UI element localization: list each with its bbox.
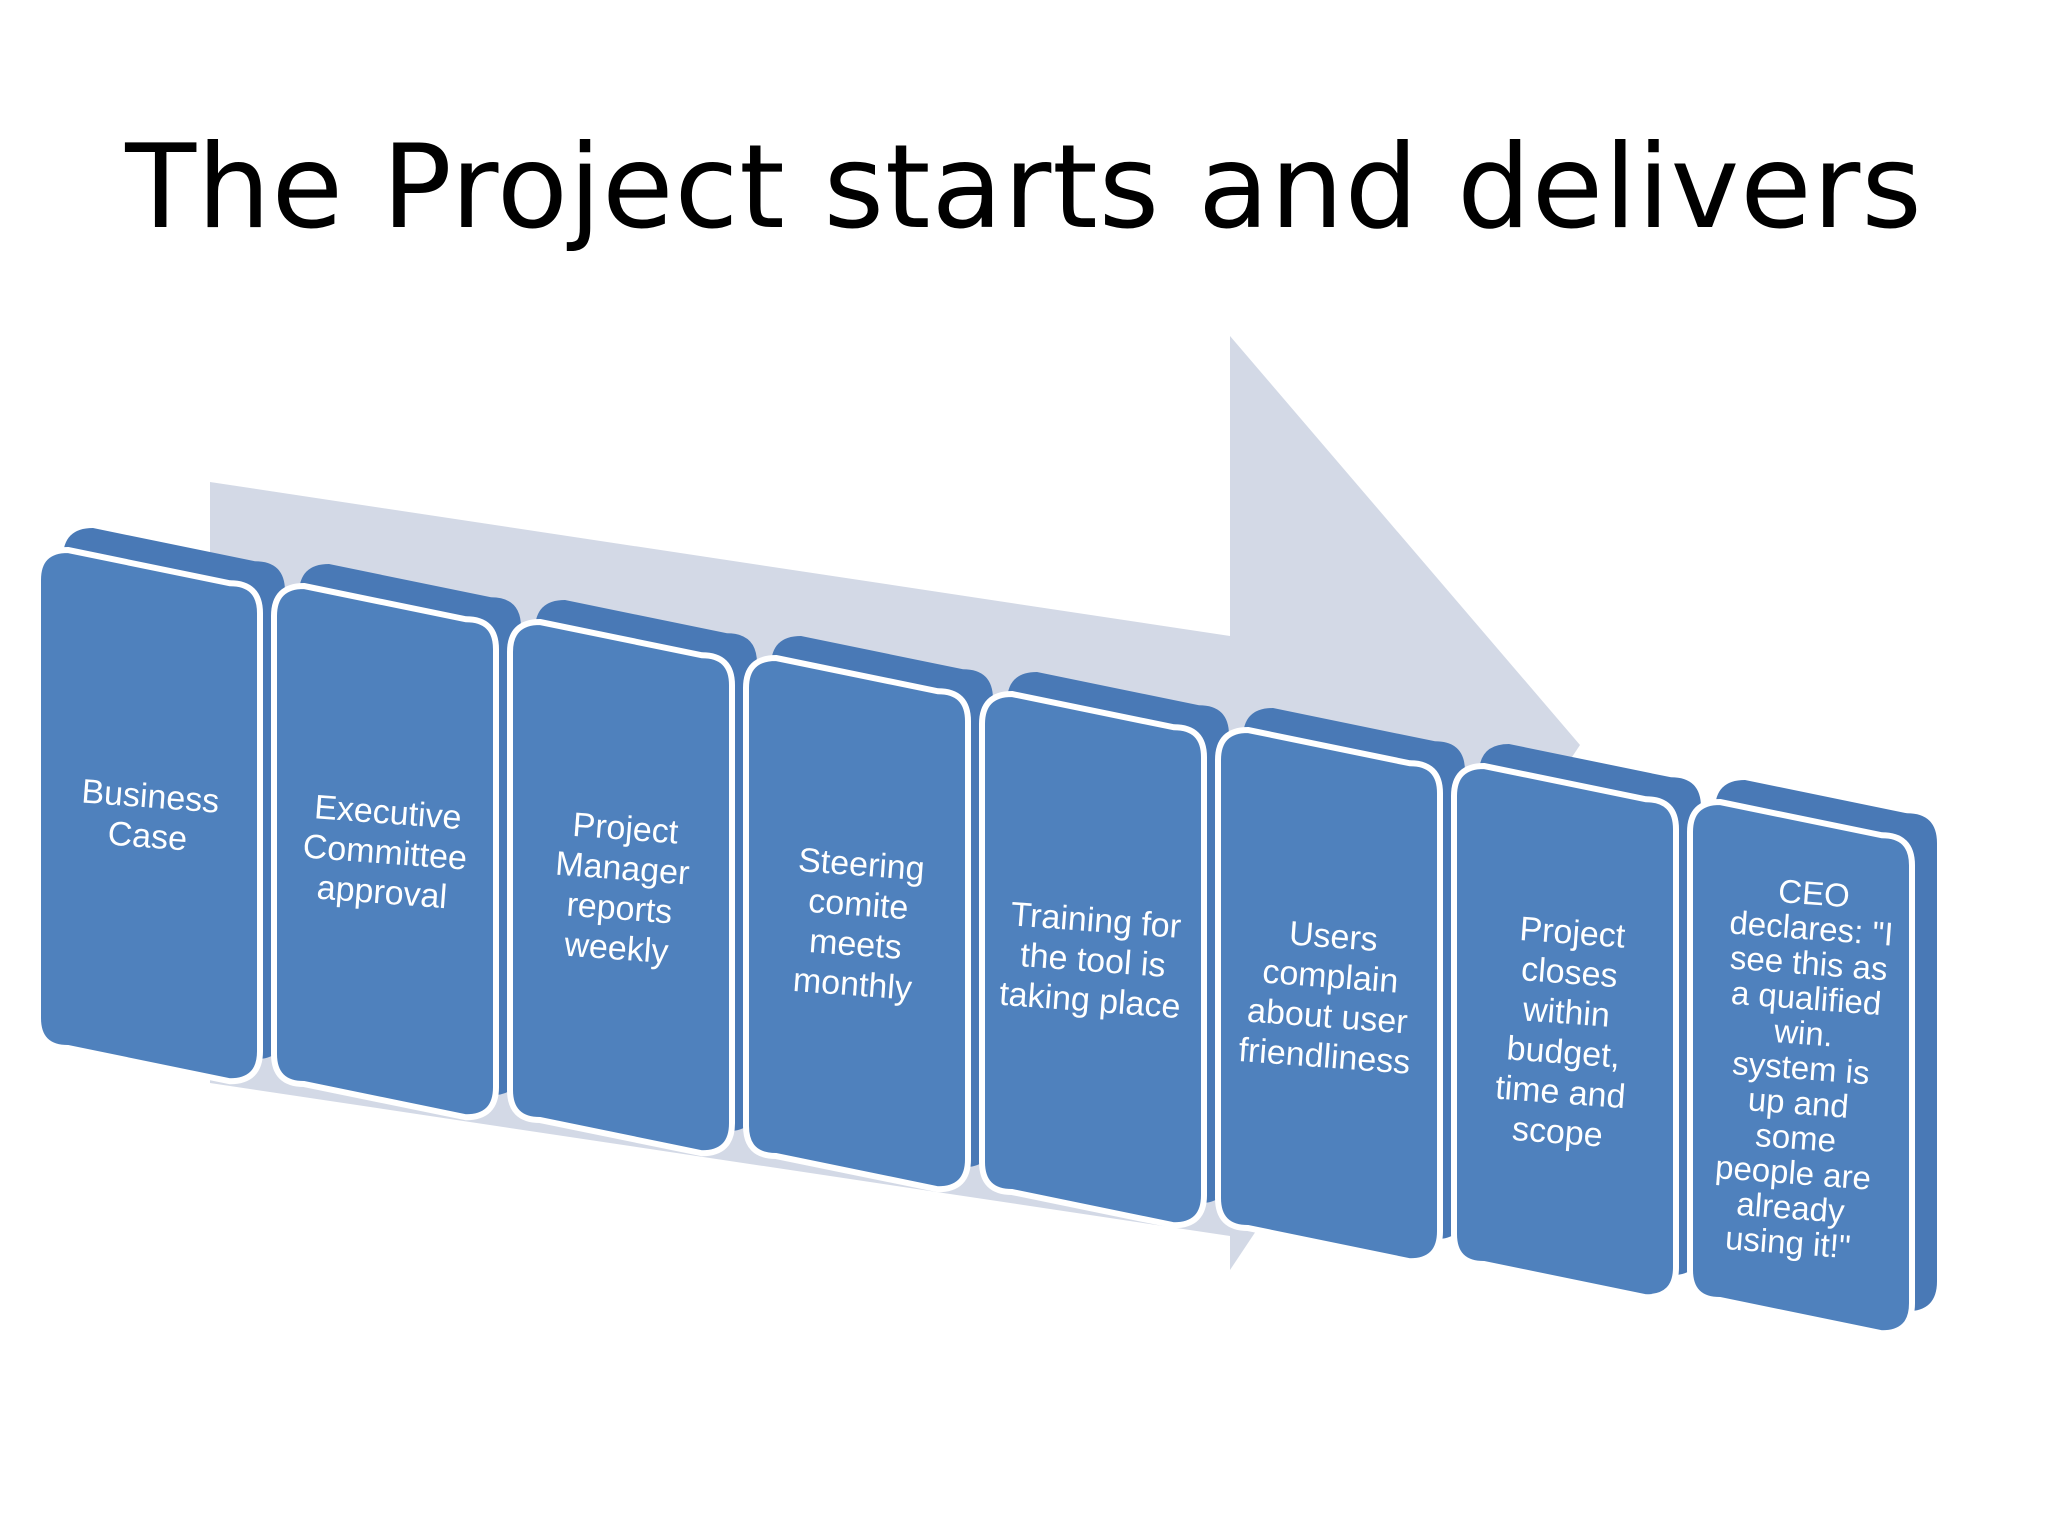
step-7-line: Project <box>1518 910 1627 956</box>
step-3-box <box>507 618 735 1157</box>
step-2-label: ExecutiveCommitteeapproval <box>299 788 472 918</box>
slide-title: The Project starts and delivers <box>125 120 1923 255</box>
step-3-line: reports <box>565 886 673 932</box>
step-5: Training forthe tool istaking place <box>979 672 1229 1229</box>
step-3-line: Project <box>571 806 680 852</box>
step-5-box <box>979 690 1207 1229</box>
step-7-line: within <box>1521 990 1612 1034</box>
step-2-box <box>271 582 499 1121</box>
step-5-label: Training forthe tool istaking place <box>998 895 1188 1026</box>
step-6-box <box>1215 726 1443 1265</box>
step-3: ProjectManagerreportsweekly <box>507 600 757 1157</box>
step-7-line: budget, <box>1505 1029 1621 1075</box>
step-6-line: Users <box>1288 914 1379 959</box>
step-8-line: win. <box>1772 1012 1834 1053</box>
step-4-line: comite <box>807 882 910 927</box>
step-3-line: weekly <box>562 925 669 971</box>
step-8: CEOdeclares: "Isee this asa qualifiedwin… <box>1687 780 1937 1337</box>
step-8-line: up and <box>1747 1080 1850 1124</box>
step-6: Userscomplainabout userfriendliness <box>1215 708 1465 1265</box>
step-7-box <box>1451 762 1679 1301</box>
step-4-label: Steeringcomitemeetsmonthly <box>788 841 926 1008</box>
step-4-line: Steering <box>797 841 926 888</box>
step-2: ExecutiveCommitteeapproval <box>271 564 521 1121</box>
step-7-line: scope <box>1511 1110 1604 1155</box>
step-8-line: some <box>1754 1116 1837 1159</box>
step-4: Steeringcomitemeetsmonthly <box>743 636 993 1193</box>
step-8-line: already <box>1735 1185 1846 1230</box>
step-8-box <box>1687 798 1915 1337</box>
step-8-line: CEO <box>1777 872 1851 914</box>
step-4-box <box>743 654 971 1193</box>
step-1: BusinessCase <box>35 528 285 1085</box>
step-7: Projectcloseswithinbudget,time andscope <box>1451 744 1701 1301</box>
step-1-box <box>35 546 263 1085</box>
step-7-line: closes <box>1520 950 1619 995</box>
step-4-line: monthly <box>792 961 914 1008</box>
step-6-label: Userscomplainabout userfriendliness <box>1237 911 1420 1081</box>
step-4-line: meets <box>808 922 903 967</box>
step-7-label: Projectcloseswithinbudget,time andscope <box>1491 909 1639 1156</box>
step-1-line: Case <box>106 815 188 859</box>
